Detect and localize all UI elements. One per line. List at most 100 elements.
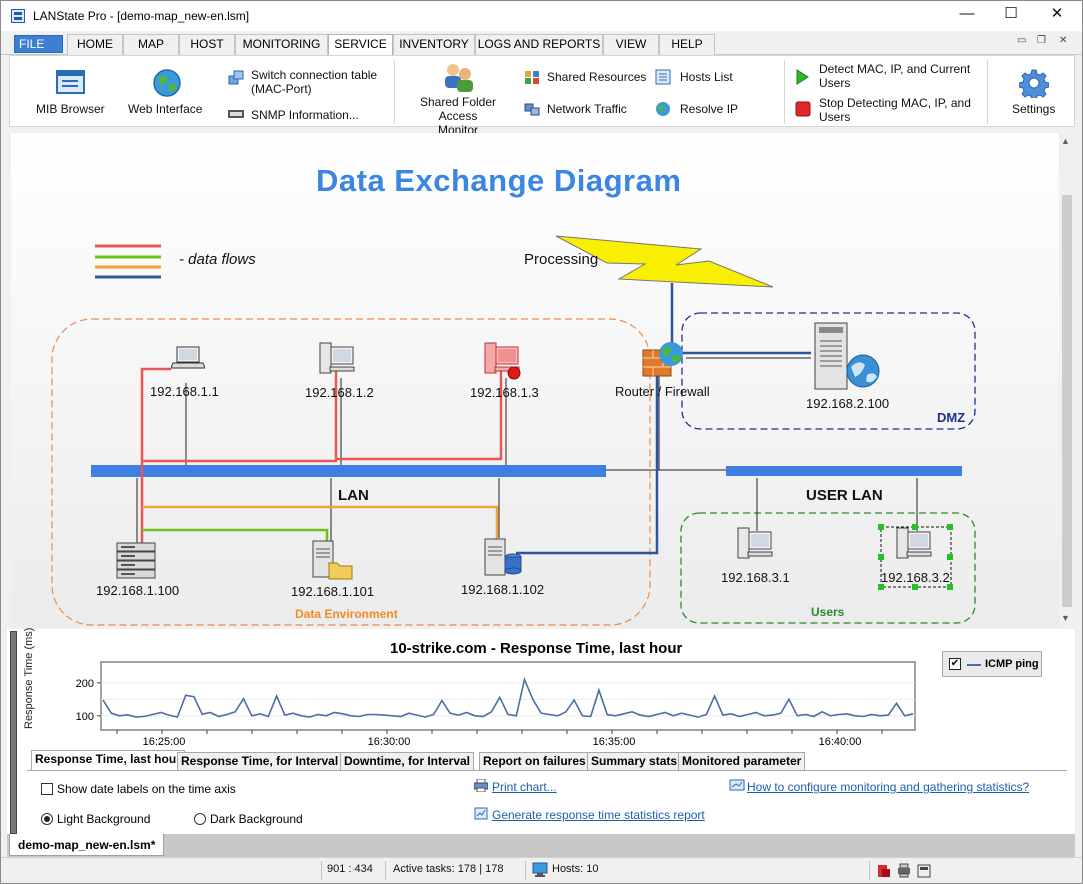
workstation-icon[interactable] <box>893 526 935 565</box>
status-coordinates: 901 : 434 <box>327 863 373 875</box>
stop-detecting-button[interactable]: Stop Detecting MAC, IP, and Users <box>819 96 971 124</box>
tab-logs-and-reports[interactable]: LOGS AND REPORTS <box>475 34 603 55</box>
x-tick-label: 16:40:00 <box>819 736 862 748</box>
print-chart-link[interactable]: Print chart... <box>492 780 557 794</box>
tab-response-time-interval[interactable]: Response Time, for Interval <box>177 752 343 771</box>
workstation-icon[interactable] <box>734 526 776 565</box>
x-tick-label: 16:25:00 <box>143 736 186 748</box>
map-connections <box>51 235 976 626</box>
vertical-scrollbar[interactable]: ▲ ▼ <box>1059 133 1075 627</box>
chart-legend: ✔ ICMP ping <box>942 651 1042 677</box>
host-label: 192.168.1.2 <box>305 385 374 400</box>
printer-status-icon[interactable] <box>897 863 911 881</box>
tab-home[interactable]: HOME <box>67 34 123 55</box>
tab-downtime-interval[interactable]: Downtime, for Interval <box>340 752 475 771</box>
tab-host[interactable]: HOST <box>179 34 235 55</box>
workstation-icon[interactable] <box>316 341 358 380</box>
snmp-information-button[interactable]: SNMP Information... <box>251 108 359 122</box>
ribbon-separator <box>394 60 395 124</box>
legend-checkbox[interactable]: ✔ <box>949 658 961 670</box>
how-to-configure-link[interactable]: How to configure monitoring and gatherin… <box>747 780 1030 794</box>
users-zone-label: Users <box>811 605 845 619</box>
switch-connection-sublabel: (MAC-Port) <box>251 82 312 96</box>
panel-splitter[interactable] <box>10 631 17 834</box>
firewall-router-icon[interactable] <box>641 340 687 383</box>
alert-status-icon[interactable] <box>877 863 891 881</box>
scrollbar-thumb[interactable] <box>1062 195 1072 607</box>
title-bar: LANState Pro - [demo-map_new-en.lsm] — ☐… <box>1 1 1082 31</box>
detect-sublabel: Users <box>819 76 851 90</box>
data-environment-zone <box>51 318 651 626</box>
web-server-icon[interactable] <box>811 319 887 398</box>
document-tab-bar: demo-map_new-en.lsm* <box>7 834 1075 857</box>
dark-background-label: Dark Background <box>210 812 303 826</box>
tab-inventory[interactable]: INVENTORY <box>393 34 475 55</box>
database-server-icon[interactable] <box>483 537 525 582</box>
generate-report-link[interactable]: Generate response time statistics report <box>492 808 705 822</box>
server-rack-icon[interactable] <box>115 541 159 582</box>
switch-connection-icon <box>228 70 244 89</box>
laptop-icon[interactable] <box>170 345 206 374</box>
chart-title: 10-strike.com - Response Time, last hour <box>390 640 683 657</box>
shared-folder-label: Shared Folder Access <box>419 95 497 123</box>
tab-monitoring[interactable]: MONITORING <box>235 34 328 55</box>
file-server-icon[interactable] <box>311 539 357 584</box>
status-active-tasks: Active tasks: 178 | 178 <box>393 863 504 875</box>
close-button[interactable]: ✕ <box>1050 5 1064 22</box>
ribbon-close-icon[interactable]: ✕ <box>1059 35 1068 46</box>
users-zone <box>680 512 976 624</box>
resolve-ip-button[interactable]: Resolve IP <box>680 102 739 116</box>
legend-text: - data flows <box>179 251 256 268</box>
diagram-title: Data Exchange Diagram <box>316 163 682 198</box>
tab-underline <box>27 770 1067 771</box>
tab-report-on-failures[interactable]: Report on failures <box>479 752 590 771</box>
tab-map[interactable]: MAP <box>123 34 179 55</box>
file-menu-button[interactable]: FILE ▼ <box>14 35 63 67</box>
network-map-canvas[interactable]: Data Exchange Diagram <box>11 133 1059 627</box>
export-status-icon[interactable] <box>917 863 931 881</box>
hosts-list-icon <box>655 69 671 88</box>
workstation-alert-icon[interactable] <box>481 341 525 384</box>
detect-label: Detect MAC, IP, and Current <box>819 62 971 76</box>
dark-background-radio[interactable] <box>194 813 206 825</box>
light-background-radio[interactable] <box>41 813 53 825</box>
processing-lightning-icon <box>555 235 774 288</box>
dmz-label: DMZ <box>937 410 966 425</box>
tab-response-time-last-hour[interactable]: Response Time, last hour <box>31 750 185 771</box>
web-interface-button[interactable]: Web Interface <box>128 102 203 116</box>
hosts-list-button[interactable]: Hosts List <box>680 70 733 84</box>
ribbon-separator <box>987 60 988 124</box>
scroll-down-icon[interactable]: ▼ <box>1061 613 1070 623</box>
mib-browser-icon <box>56 70 86 99</box>
show-date-labels-checkbox[interactable] <box>41 783 53 795</box>
settings-button[interactable]: Settings <box>1012 102 1056 116</box>
switch-connection-label: Switch connection table <box>251 68 378 82</box>
tab-view[interactable]: VIEW <box>603 34 659 55</box>
network-traffic-button[interactable]: Network Traffic <box>547 102 627 116</box>
resolve-ip-icon <box>655 101 671 120</box>
detect-mac-ip-users-button[interactable]: Detect MAC, IP, and Current Users <box>819 62 970 90</box>
shared-resources-button[interactable]: Shared Resources <box>547 70 647 84</box>
document-tab[interactable]: demo-map_new-en.lsm* <box>9 834 165 856</box>
ribbon-separator <box>784 60 785 124</box>
ribbon-minimize-icon[interactable]: ▭ <box>1017 35 1027 46</box>
lan-label: LAN <box>338 487 369 504</box>
tab-help[interactable]: HELP <box>659 34 715 55</box>
tab-monitored-parameter[interactable]: Monitored parameter <box>678 752 806 771</box>
user-lan-bar <box>726 466 962 476</box>
minimize-button[interactable]: — <box>959 5 975 22</box>
legend-label: ICMP ping <box>985 658 1039 670</box>
maximize-button[interactable]: ☐ <box>1004 5 1018 22</box>
tab-summary-stats[interactable]: Summary stats <box>587 752 682 771</box>
scroll-up-icon[interactable]: ▲ <box>1061 136 1070 146</box>
ribbon-restore-icon[interactable]: ❐ <box>1037 35 1046 46</box>
shared-folder-access-monitor-button[interactable]: Shared Folder Access Monitor <box>402 95 514 137</box>
mib-browser-button[interactable]: MIB Browser <box>36 102 105 116</box>
status-separator <box>385 861 386 880</box>
switch-connection-table-button[interactable]: Switch connection table (MAC-Port) <box>251 68 377 96</box>
tab-service[interactable]: SERVICE <box>328 34 393 56</box>
host-label: 192.168.1.1 <box>150 384 219 399</box>
help-icon <box>729 779 745 792</box>
report-icon <box>474 807 488 820</box>
